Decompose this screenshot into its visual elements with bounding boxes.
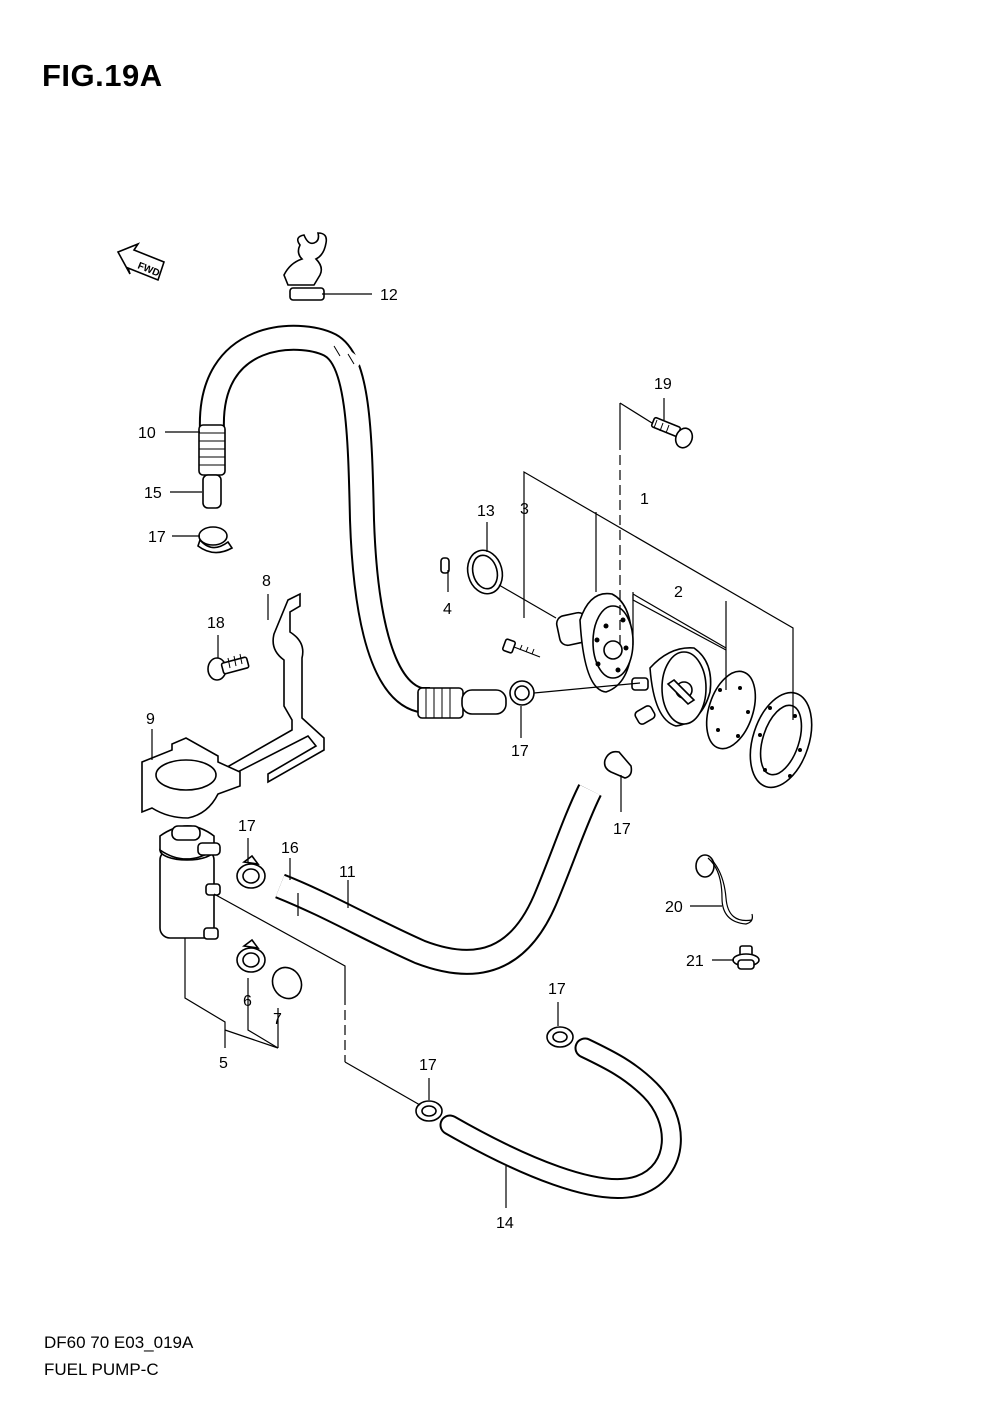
callout-13: 13 (477, 503, 495, 520)
gasket-plate (705, 670, 757, 750)
callout-14: 14 (496, 1215, 514, 1232)
callout-17-e: 17 (419, 1057, 437, 1074)
bolt-21 (732, 945, 760, 970)
leader-lines (151, 398, 734, 1208)
callout-11: 11 (339, 864, 356, 881)
callout-6: 6 (243, 993, 252, 1010)
callout-17-d: 17 (238, 818, 256, 835)
callout-18: 18 (207, 615, 225, 632)
callout-10: 10 (138, 425, 156, 442)
clip-17-b (509, 680, 641, 706)
fuel-hose-11 (275, 784, 602, 975)
callout-1: 1 (640, 491, 649, 508)
group-bracket-2 (632, 592, 727, 651)
bolt-18 (207, 653, 250, 681)
holder-9 (141, 737, 241, 819)
callout-2: 2 (674, 584, 683, 601)
clip-6 (236, 938, 266, 973)
callout-19: 19 (654, 376, 672, 393)
callout-4: 4 (443, 601, 452, 618)
callout-16: 16 (281, 840, 299, 857)
callout-labels: 12 19 10 15 1 3 13 17 8 2 4 18 9 17 17 1… (138, 287, 704, 1232)
callout-21: 21 (686, 953, 704, 970)
pump-cover-2 (631, 647, 712, 727)
fuel-filter-5 (159, 825, 221, 940)
figure-title: FIG.19A (42, 58, 163, 93)
clip-17-a (197, 526, 234, 554)
clip-17-c (603, 750, 633, 779)
callout-17-a: 17 (148, 529, 166, 546)
callout-7: 7 (273, 1011, 282, 1028)
callout-8: 8 (262, 573, 271, 590)
clip-17-e (415, 1100, 443, 1122)
figure-name: FUEL PUMP-C (44, 1360, 159, 1379)
hose-clip-12 (283, 232, 372, 301)
fuel-hose-14 (439, 1037, 682, 1199)
pump-body-3 (502, 592, 634, 693)
fwd-arrow: FWD (116, 242, 165, 282)
figure-code: DF60 70 E03_019A (44, 1333, 194, 1352)
callout-17-c: 17 (613, 821, 631, 838)
callout-17-f: 17 (548, 981, 566, 998)
fuel-hose-10 (198, 324, 507, 719)
cover-gasket-ring (749, 691, 813, 789)
callout-17-b: 17 (511, 743, 529, 760)
clip-17-f (546, 1026, 574, 1048)
callout-12: 12 (380, 287, 398, 304)
callout-20: 20 (665, 899, 683, 916)
bracket-8 (221, 592, 325, 784)
callout-5: 5 (219, 1055, 228, 1072)
clip-17-d (236, 854, 266, 889)
bolt-19 (619, 402, 694, 650)
o-ring-13 (466, 549, 557, 619)
cap-7 (271, 966, 303, 1000)
pin-4 (440, 557, 450, 574)
callout-9: 9 (146, 711, 155, 728)
spring-20 (695, 854, 753, 925)
callout-3: 3 (520, 501, 529, 518)
group-bracket-1 (523, 470, 794, 720)
pipe-15 (202, 474, 222, 509)
callout-15: 15 (144, 485, 162, 502)
